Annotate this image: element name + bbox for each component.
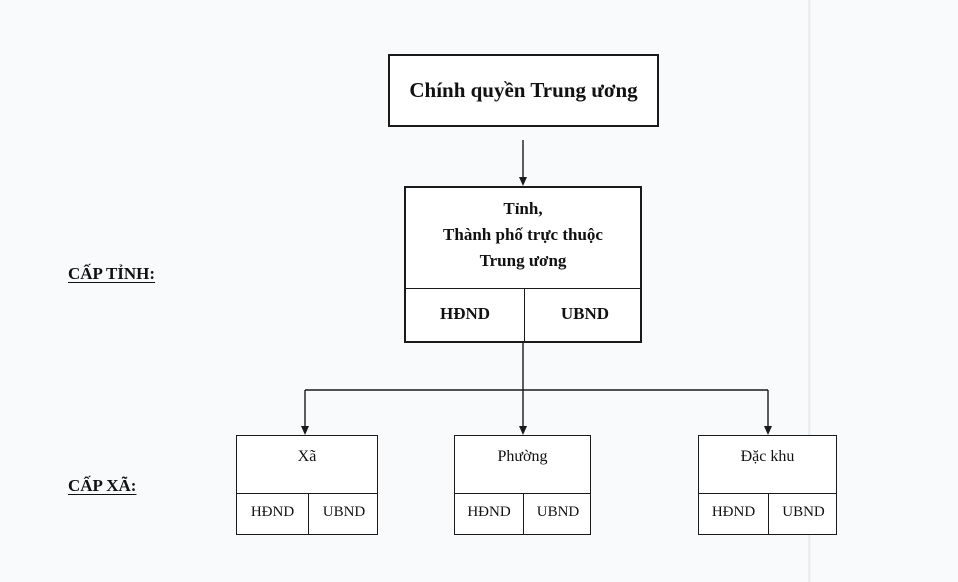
- commune-title-phuong: Phường: [497, 448, 548, 465]
- commune-divider-horizontal: [455, 493, 590, 494]
- commune-ubnd-cell: UBND: [536, 504, 580, 520]
- commune-box-phuong: Phường HĐND UBND: [454, 435, 591, 535]
- province-hdnd-cell: HĐND: [439, 304, 491, 323]
- commune-title-dac-khu: Đặc khu: [740, 448, 795, 465]
- commune-ubnd-cell: UBND: [322, 504, 366, 520]
- commune-hdnd-cell: HĐND: [711, 504, 756, 520]
- province-title-line-2: Thành phố trực thuộc: [443, 225, 603, 244]
- commune-box-xa: Xã HĐND UBND: [236, 435, 378, 535]
- province-ubnd-cell: UBND: [560, 304, 610, 323]
- central-government-label: Chính quyền Trung ương: [409, 78, 638, 102]
- province-title-line-1: Tỉnh,: [503, 199, 543, 218]
- province-level-label: CẤP TỈNH:: [68, 264, 156, 283]
- commune-divider-horizontal: [699, 493, 836, 494]
- province-divider-vertical: [524, 288, 525, 341]
- commune-divider-vertical: [523, 493, 524, 534]
- commune-level-label: CẤP XÃ:: [68, 476, 137, 495]
- province-divider-horizontal: [406, 288, 640, 289]
- province-box: Tỉnh, Thành phố trực thuộc Trung ương HĐ…: [404, 186, 642, 343]
- commune-divider-vertical: [308, 493, 309, 534]
- commune-hdnd-cell: HĐND: [250, 504, 295, 520]
- commune-title-xa: Xã: [297, 448, 317, 465]
- commune-box-dac-khu: Đặc khu HĐND UBND: [698, 435, 837, 535]
- commune-ubnd-cell: UBND: [782, 504, 825, 520]
- commune-divider-horizontal: [237, 493, 377, 494]
- commune-divider-vertical: [768, 493, 769, 534]
- central-government-box: Chính quyền Trung ương: [388, 54, 659, 127]
- province-title-line-3: Trung ương: [479, 251, 567, 270]
- commune-hdnd-cell: HĐND: [467, 504, 511, 520]
- province-title: Tỉnh, Thành phố trực thuộc Trung ương: [406, 196, 640, 274]
